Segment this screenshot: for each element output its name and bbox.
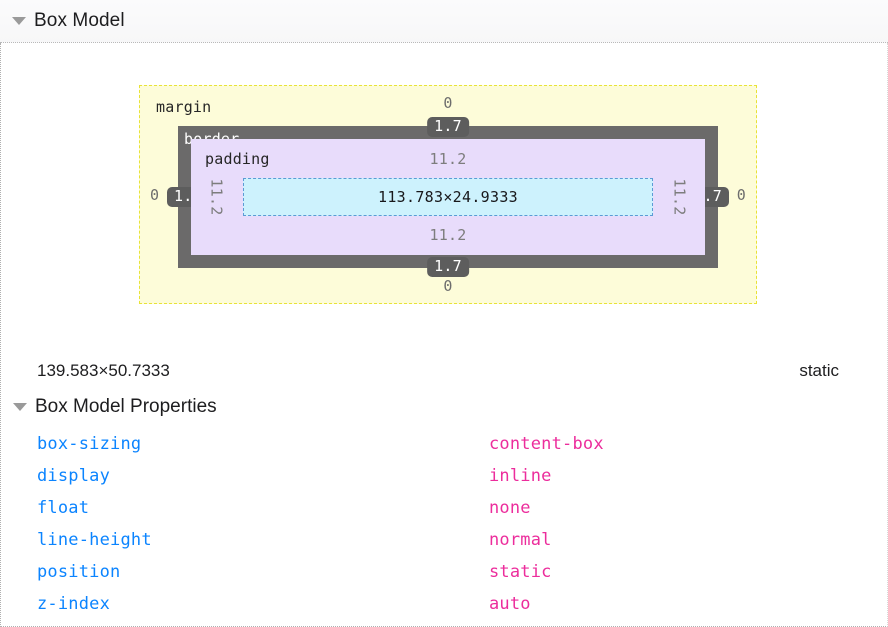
margin-top-value[interactable]: 0 <box>443 94 453 112</box>
property-value[interactable]: content-box <box>489 434 604 454</box>
element-position-value: static <box>799 361 839 380</box>
border-box[interactable]: border 1.7 1.7 1.7 1.7 padding 11.2 11.2… <box>167 117 729 277</box>
border-top-value[interactable]: 1.7 <box>427 117 469 137</box>
padding-right-value[interactable]: 11.2 <box>670 178 689 216</box>
property-name[interactable]: display <box>37 466 111 486</box>
margin-label: margin <box>156 98 212 116</box>
padding-label: padding <box>205 150 270 168</box>
property-name[interactable]: position <box>37 562 121 582</box>
margin-right-value[interactable]: 0 <box>736 185 746 204</box>
padding-box[interactable]: padding 11.2 11.2 11.2 11.2 113.783×24.9… <box>191 139 705 255</box>
property-name[interactable]: float <box>37 498 90 518</box>
property-name[interactable]: line-height <box>37 530 152 550</box>
box-model-content: margin 0 0 0 0 border 1.7 1.7 1.7 1.7 pa… <box>0 43 888 627</box>
properties-section-title: Box Model Properties <box>35 396 217 417</box>
box-model-properties-list: box-sizing content-box display inline fl… <box>1 428 888 620</box>
padding-left-value[interactable]: 11.2 <box>207 178 226 216</box>
content-box[interactable]: 113.783×24.9333 <box>243 178 653 216</box>
property-value[interactable]: auto <box>489 594 531 614</box>
property-row[interactable]: line-height normal <box>1 524 888 556</box>
property-row[interactable]: position static <box>1 556 888 588</box>
page-title: Box Model <box>34 10 125 31</box>
triangle-down-icon[interactable] <box>12 17 26 25</box>
box-model-diagram: margin 0 0 0 0 border 1.7 1.7 1.7 1.7 pa… <box>1 43 888 343</box>
property-name[interactable]: z-index <box>37 594 111 614</box>
property-value[interactable]: static <box>489 562 552 582</box>
property-name[interactable]: box-sizing <box>37 434 142 454</box>
property-row[interactable]: box-sizing content-box <box>1 428 888 460</box>
property-value[interactable]: normal <box>489 530 552 550</box>
property-value[interactable]: inline <box>489 466 552 486</box>
margin-box[interactable]: margin 0 0 0 0 border 1.7 1.7 1.7 1.7 pa… <box>139 85 757 304</box>
property-value[interactable]: none <box>489 498 531 518</box>
property-row[interactable]: float none <box>1 492 888 524</box>
border-bottom-value[interactable]: 1.7 <box>427 257 469 277</box>
margin-left-value[interactable]: 0 <box>150 185 160 204</box>
box-model-summary: 139.583×50.7333 static <box>1 353 888 389</box>
box-model-properties-header[interactable]: Box Model Properties <box>13 396 217 418</box>
padding-bottom-value[interactable]: 11.2 <box>429 226 467 244</box>
padding-top-value[interactable]: 11.2 <box>429 150 467 168</box>
property-row[interactable]: z-index auto <box>1 588 888 620</box>
element-size-value: 139.583×50.7333 <box>37 361 170 380</box>
content-size-value[interactable]: 113.783×24.9333 <box>378 188 518 206</box>
property-row[interactable]: display inline <box>1 460 888 492</box>
triangle-down-icon[interactable] <box>13 403 27 411</box>
margin-bottom-value[interactable]: 0 <box>443 277 453 295</box>
box-model-panel-header[interactable]: Box Model <box>0 0 888 43</box>
